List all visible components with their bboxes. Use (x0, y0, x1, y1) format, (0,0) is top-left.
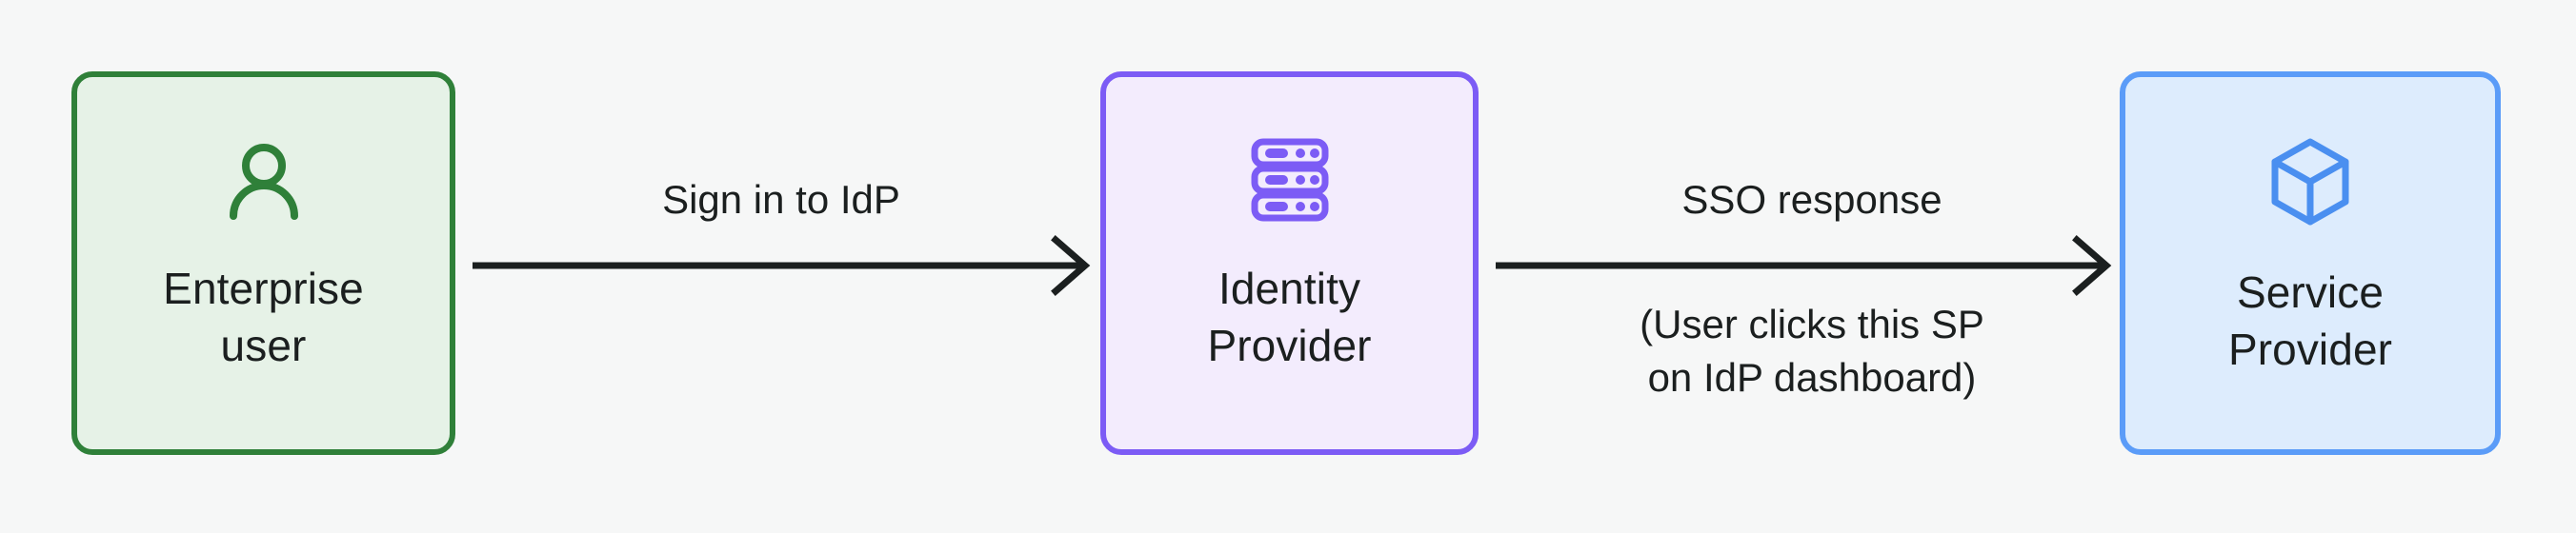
node-enterprise-user[interactable]: Enterprise user (71, 71, 455, 455)
node-service-provider-label: Service Provider (2227, 267, 2393, 374)
connector-sso-response (1479, 0, 2126, 533)
server-icon (1246, 136, 1334, 224)
node-service-provider[interactable]: Service Provider (2120, 71, 2501, 455)
connector-sign-in (457, 0, 1105, 533)
edge-label-sso-response: SSO response (1681, 177, 1942, 222)
edge-label-sign-in: Sign in to IdP (662, 177, 900, 222)
cube-icon (2266, 136, 2354, 227)
edge-note-sso-response: (User clicks this SP on IdP dashboard) (1640, 302, 1984, 400)
node-identity-provider-label: Identity Provider (1207, 264, 1372, 370)
node-identity-provider[interactable]: Identity Provider (1100, 71, 1479, 455)
node-enterprise-user-label: Enterprise user (163, 264, 364, 370)
user-icon (218, 134, 310, 226)
